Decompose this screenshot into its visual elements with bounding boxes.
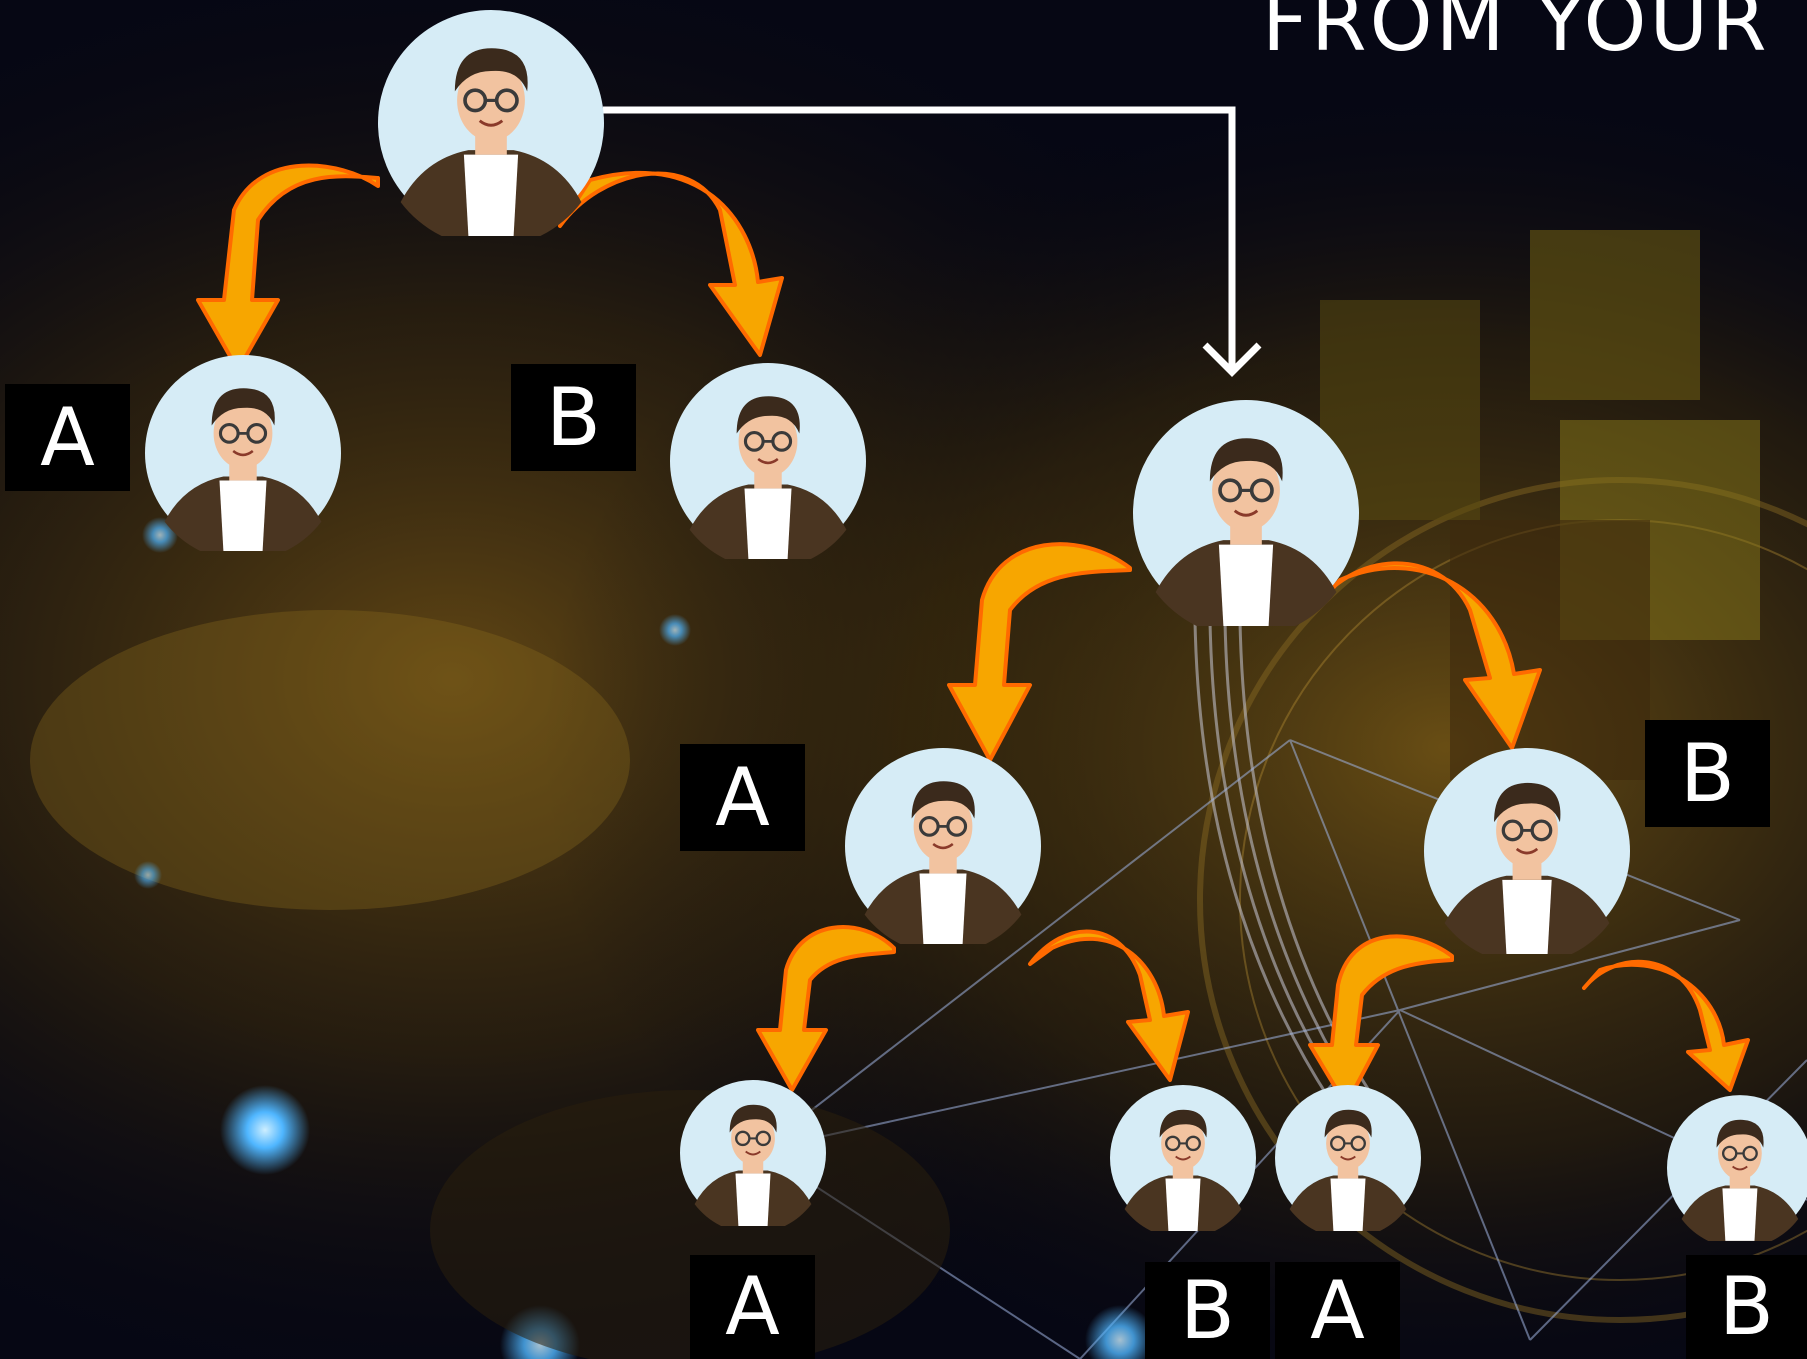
person-avatar-icon — [680, 1080, 826, 1226]
headline-text: FROM YOUR — [1262, 0, 1770, 69]
label-a: A — [1275, 1262, 1400, 1359]
curved-arrow-icon — [1582, 959, 1750, 1092]
curved-arrow-icon — [947, 542, 1132, 762]
curved-arrow-icon — [756, 925, 896, 1092]
person-avatar-icon — [1667, 1095, 1807, 1241]
label-a: A — [680, 744, 805, 851]
person-avatar-icon — [145, 355, 341, 551]
person-avatar-icon — [1275, 1085, 1421, 1231]
person-avatar-icon — [1110, 1085, 1256, 1231]
person-avatar-icon — [670, 363, 866, 559]
label-b: B — [511, 364, 636, 471]
person-avatar-icon — [378, 10, 604, 236]
curved-arrow-icon — [196, 163, 380, 372]
label-b: B — [1145, 1262, 1270, 1359]
label-a: A — [5, 384, 130, 491]
label-b: B — [1645, 720, 1770, 827]
person-avatar-icon — [845, 748, 1041, 944]
curved-arrow-icon — [1310, 561, 1542, 750]
curved-arrow-icon — [1028, 929, 1190, 1082]
connector-arrow-icon — [603, 106, 1262, 377]
label-a: A — [690, 1255, 815, 1359]
person-avatar-icon — [1424, 748, 1630, 954]
curved-arrow-icon — [1308, 934, 1454, 1107]
label-b: B — [1686, 1255, 1807, 1359]
curved-arrow-icon — [558, 170, 784, 357]
person-avatar-icon — [1133, 400, 1359, 626]
